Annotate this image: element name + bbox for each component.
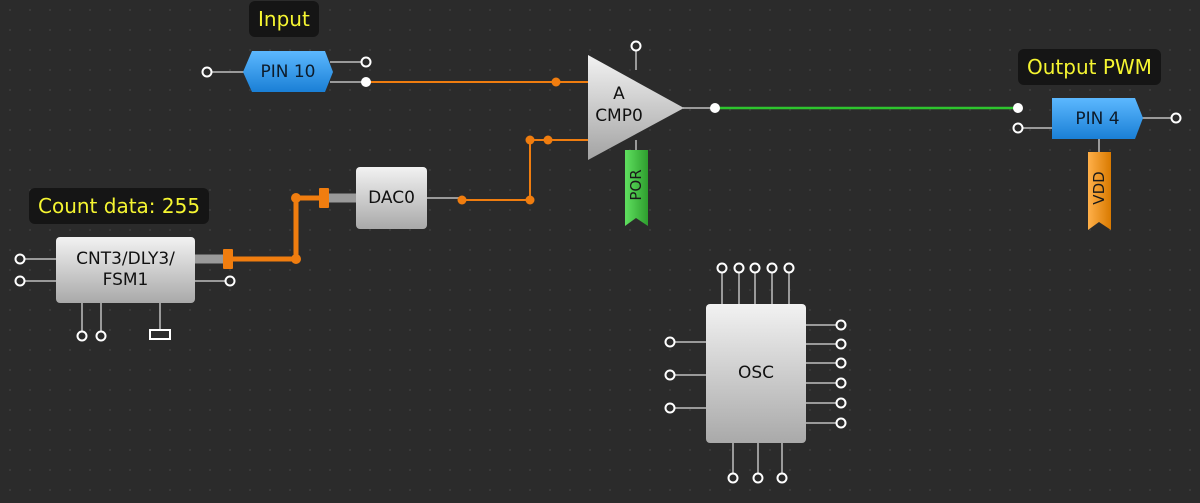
pin4-label: PIN 4 [1075,108,1120,129]
counter-block[interactable]: CNT3/DLY3/ FSM1 [56,237,195,303]
orange-junctions [223,77,561,269]
counter-label-line1: CNT3/DLY3/ [76,249,175,269]
vdd-label: VDD [1090,171,1108,205]
input-callout: Input [249,1,319,37]
orange-wires [228,81,590,262]
por-label: POR [627,169,645,201]
comparator-label-cmp0: CMP0 [595,106,643,126]
pin10-block[interactable] [243,51,333,92]
counter-label-line2: FSM1 [102,270,149,290]
count-data-callout: Count data: 255 [29,188,210,224]
counter-bottom-terminal[interactable] [149,329,171,340]
dac-block[interactable]: DAC0 [356,167,427,229]
vdd-tag[interactable] [1088,152,1111,230]
comparator-label-a: A [613,84,625,104]
connected-terminals[interactable] [361,77,1023,113]
output-pwm-callout: Output PWM [1018,49,1161,85]
pin10-label: PIN 10 [260,61,316,82]
open-terminals[interactable] [14,40,1182,484]
por-tag[interactable] [625,150,648,226]
osc-label: OSC [737,363,775,383]
osc-block[interactable]: OSC [706,304,806,443]
comparator-block[interactable] [588,55,684,160]
pin4-block[interactable] [1052,98,1143,139]
dac-label: DAC0 [368,187,415,208]
